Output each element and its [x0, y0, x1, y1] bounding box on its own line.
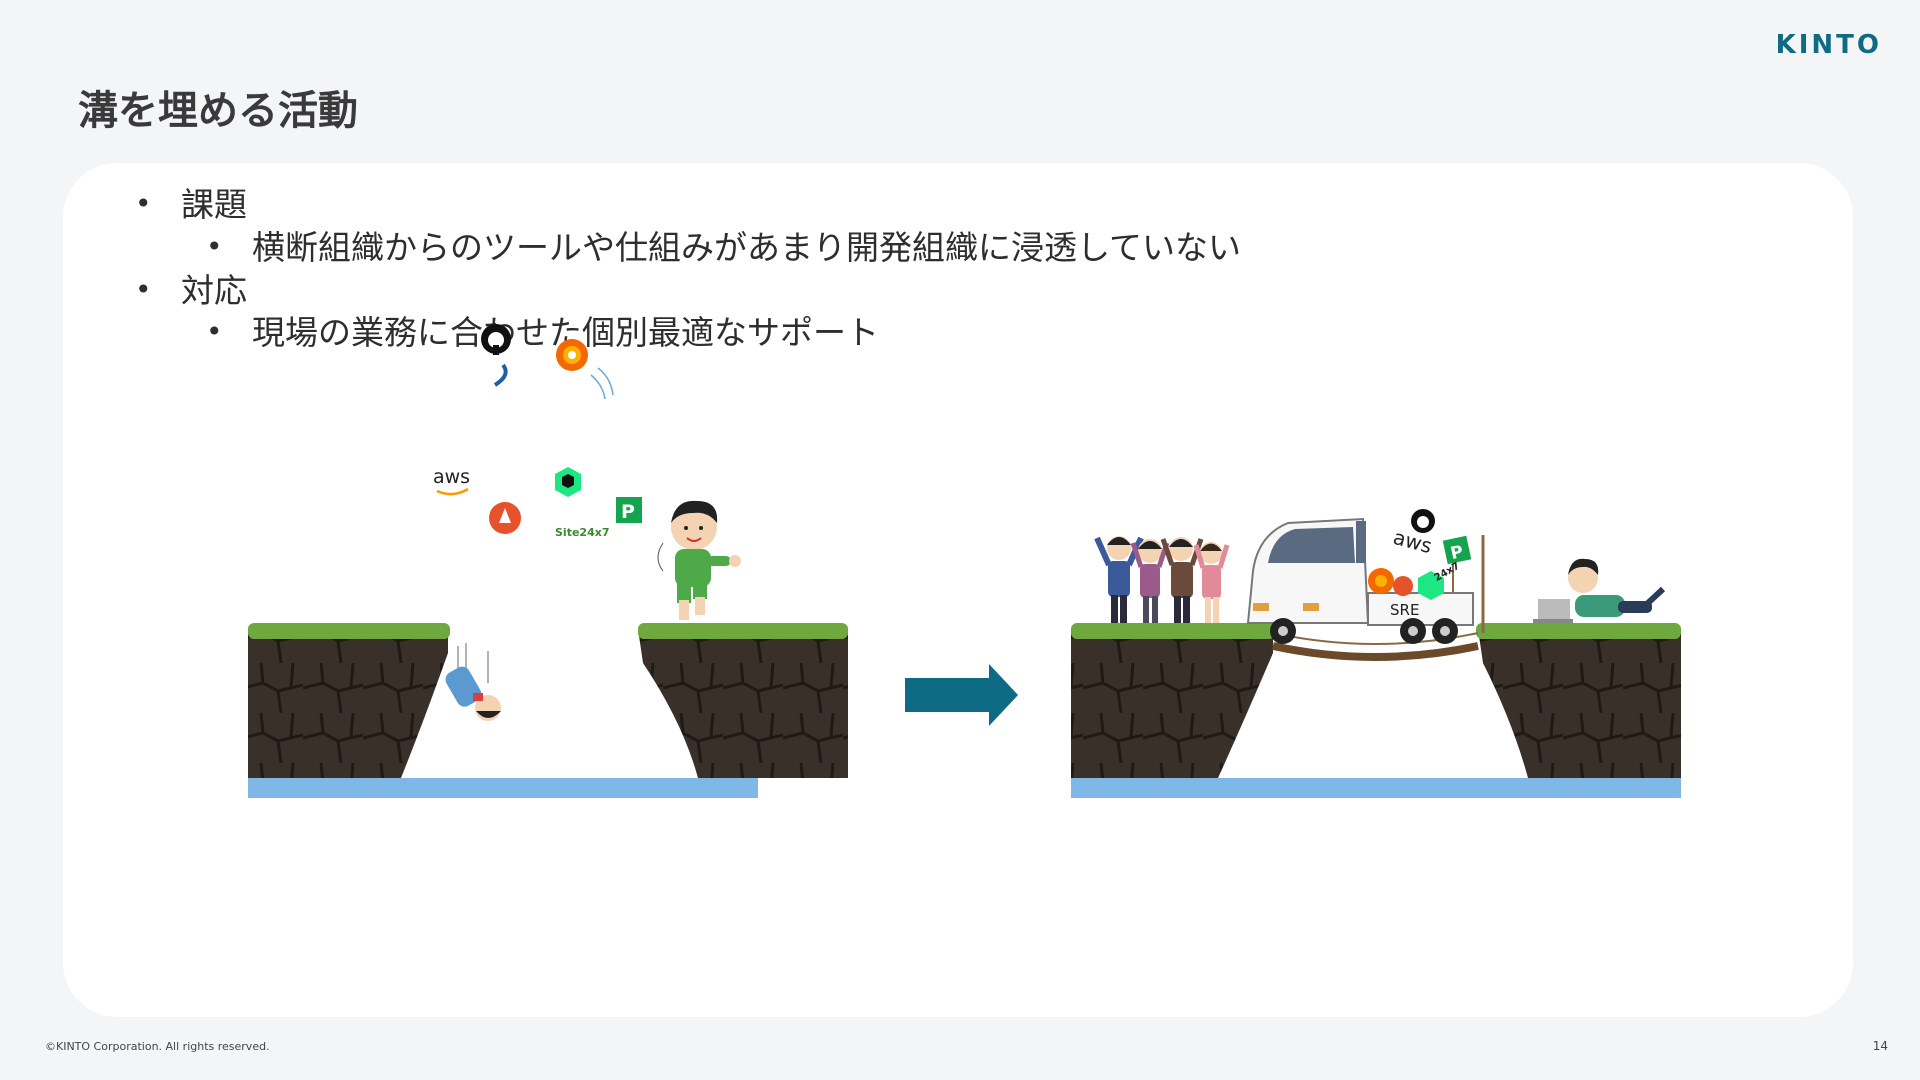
github-icon — [481, 324, 511, 355]
right-cliff — [638, 629, 848, 778]
arrow-right-icon — [905, 664, 1018, 726]
sre-truck: SRE aws P 24x7 — [1246, 509, 1474, 644]
left-cliff — [1071, 629, 1273, 778]
truck-sre-label: SRE — [1390, 601, 1419, 619]
throwing-boy — [657, 500, 741, 620]
grafana-icon — [556, 339, 588, 371]
person-with-laptop — [1533, 558, 1666, 623]
svg-text:P: P — [621, 501, 635, 523]
right-cliff-grass — [638, 623, 848, 639]
sumologic-icon — [493, 363, 508, 387]
cheering-people — [1094, 536, 1230, 623]
bullet-issue-label: 課題 — [135, 188, 247, 221]
falling-person — [445, 643, 501, 721]
left-cliff — [248, 629, 448, 778]
right-scene: SRE aws P 24x7 — [1071, 509, 1681, 798]
motion-lines — [590, 367, 614, 400]
newrelic-icon — [555, 467, 581, 497]
left-cliff-grass — [248, 623, 450, 639]
svg-text:24x7: 24x7 — [1433, 561, 1462, 584]
bullet-issue-detail: 横断組織からのツールや仕組みがあまり開発組織に浸透していない — [206, 231, 1241, 264]
left-scene: aws Site24x7 P — [248, 324, 848, 798]
flying-tool-logos: aws Site24x7 P — [433, 324, 642, 539]
content-card: 課題 横断組織からのツールや仕組みがあまり開発組織に浸透していない 対応 現場の… — [63, 163, 1853, 1017]
aws-logo: aws — [433, 466, 470, 488]
water — [248, 778, 758, 798]
pagerduty-icon: P — [616, 497, 642, 523]
page-number: 14 — [1872, 1039, 1888, 1053]
right-cliff-grass — [1476, 623, 1681, 639]
prometheus-icon — [489, 502, 521, 534]
left-cliff-grass — [1071, 623, 1275, 639]
water — [1071, 778, 1681, 798]
site24x7-logo: Site24x7 — [555, 526, 609, 539]
right-cliff — [1478, 629, 1681, 778]
svg-text:P: P — [1449, 542, 1465, 564]
bullet-response-label: 対応 — [135, 274, 247, 307]
page-title: 溝を埋める活動 — [78, 88, 358, 134]
illustration: aws Site24x7 P — [248, 324, 1681, 798]
kinto-logo: KINTO — [1775, 30, 1882, 60]
copyright-notice: ©KINTO Corporation. All rights reserved. — [45, 1040, 270, 1053]
